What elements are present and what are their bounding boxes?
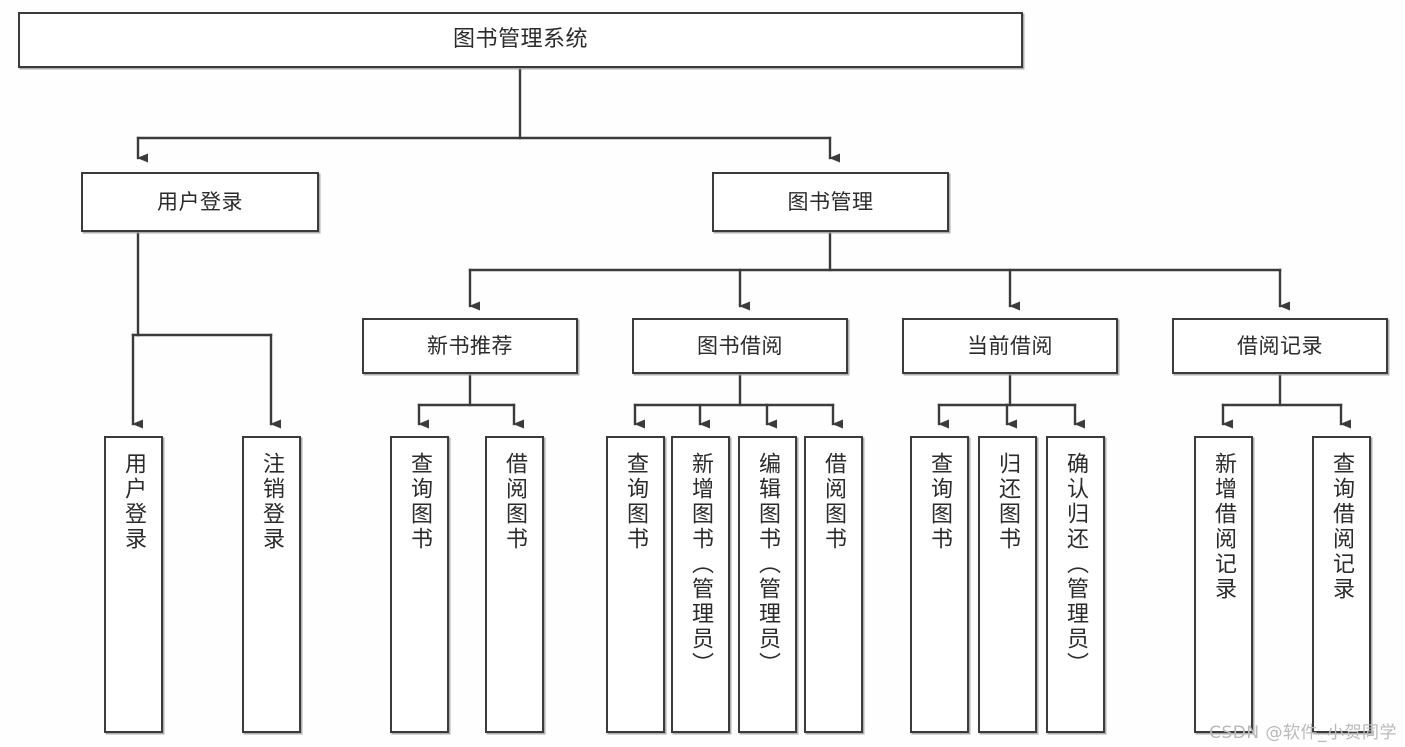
node-label: 借阅图书 — [502, 452, 528, 552]
node-user-login[interactable]: 用户登录 — [81, 172, 319, 232]
leaf-book-borrow-query-book[interactable]: 查询图书 — [606, 436, 665, 733]
node-label: 当前借阅 — [967, 333, 1053, 358]
node-book-management[interactable]: 图书管理 — [712, 172, 949, 232]
node-label: 查询图书 — [623, 452, 649, 552]
node-label: 借阅记录 — [1237, 333, 1323, 358]
leaf-new-book-query-book[interactable]: 查询图书 — [390, 436, 449, 733]
leaf-borrow-record-query-record[interactable]: 查询借阅记录 — [1312, 436, 1371, 733]
leaf-user-login-signout[interactable]: 注销登录 — [242, 436, 301, 733]
leaf-new-book-borrow-book[interactable]: 借阅图书 — [485, 436, 544, 733]
leaf-current-borrow-confirm-return[interactable]: 确认归还（管理员） — [1046, 436, 1105, 733]
leaf-book-borrow-borrow-book[interactable]: 借阅图书 — [804, 436, 863, 733]
node-label: 归还图书 — [995, 452, 1021, 552]
node-borrow-record[interactable]: 借阅记录 — [1172, 318, 1388, 374]
leaf-borrow-record-add-record[interactable]: 新增借阅记录 — [1194, 436, 1253, 733]
node-label: 注销登录 — [259, 452, 285, 552]
leaf-current-borrow-query-book[interactable]: 查询图书 — [910, 436, 969, 733]
leaf-user-login-signin[interactable]: 用户登录 — [104, 436, 163, 733]
node-label: 新增借阅记录 — [1211, 452, 1237, 602]
node-label: 借阅图书 — [821, 452, 847, 552]
leaf-book-borrow-add-book[interactable]: 新增图书（管理员） — [671, 436, 730, 733]
node-book-borrow[interactable]: 图书借阅 — [632, 318, 848, 374]
node-label: 查询图书 — [927, 452, 953, 552]
node-label: 新增图书（管理员） — [688, 452, 714, 677]
node-label: 用户登录 — [157, 189, 243, 214]
node-label: 用户登录 — [121, 452, 147, 552]
node-new-book-recommend[interactable]: 新书推荐 — [362, 318, 578, 374]
node-label: 编辑图书（管理员） — [755, 452, 781, 677]
node-label: 图书借阅 — [697, 333, 783, 358]
leaf-book-borrow-edit-book[interactable]: 编辑图书（管理员） — [738, 436, 797, 733]
node-label: 查询借阅记录 — [1329, 452, 1355, 602]
node-label: 查询图书 — [407, 452, 433, 552]
csdn-watermark: CSDN @软件_小贺同学 — [1209, 723, 1397, 743]
node-current-borrow[interactable]: 当前借阅 — [902, 318, 1118, 374]
node-label: 新书推荐 — [427, 333, 513, 358]
node-label: 图书管理 — [787, 189, 874, 214]
node-root-system[interactable]: 图书管理系统 — [18, 12, 1023, 68]
node-label: 确认归还（管理员） — [1063, 452, 1089, 677]
leaf-current-borrow-return-book[interactable]: 归还图书 — [978, 436, 1037, 733]
node-label: 图书管理系统 — [452, 27, 588, 53]
